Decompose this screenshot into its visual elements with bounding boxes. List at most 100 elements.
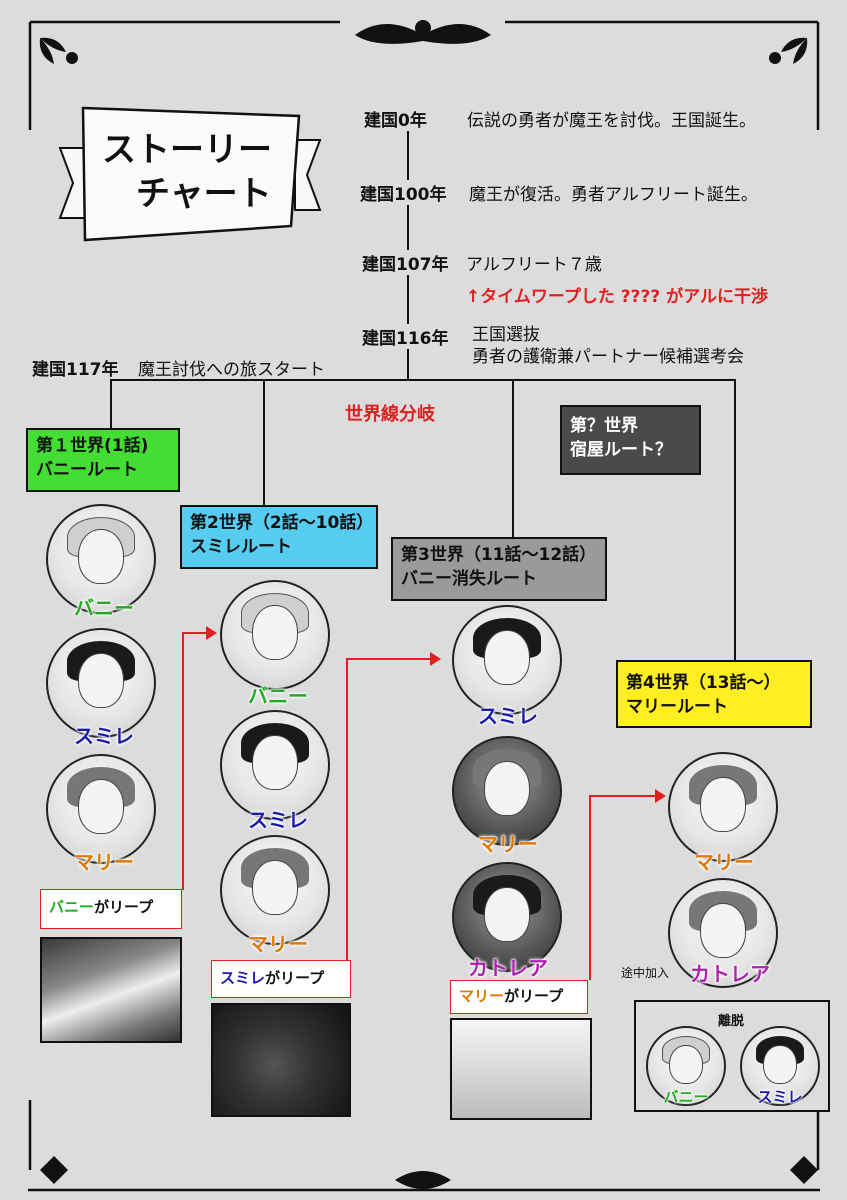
face [251, 605, 299, 661]
portrait-cattleya-w4 [668, 878, 778, 988]
world-2-title: 第2世界（2話〜10話） [190, 513, 374, 533]
world-3-route: バニー消失ルート [401, 569, 537, 589]
portrait-cattleya-w3 [452, 862, 562, 972]
name-cattleya-w4: カトレア [690, 962, 771, 987]
loop-suffix: がリープ [265, 969, 325, 987]
world-1-title: 第１世界(1話) [36, 436, 149, 456]
year-label: 建国117年 [32, 360, 119, 380]
loop-label-sumire: スミレがリープ [211, 960, 351, 998]
loop-label-marie: マリーがリープ [450, 980, 588, 1014]
portrait-sumire-w1 [46, 628, 156, 738]
world-4-title: 第4世界（13話〜） [626, 673, 781, 693]
world-inn-box: 第？世界 宿屋ルート？ [560, 405, 701, 475]
face [699, 903, 747, 959]
loop-suffix: がリープ [94, 898, 154, 916]
world-inn-route: 宿屋ルート？ [570, 440, 672, 460]
name-marie-w2: マリー [248, 932, 309, 957]
face [483, 630, 531, 686]
name-sumire-w3: スミレ [478, 704, 539, 729]
name-bunny-w2: バニー [248, 684, 309, 709]
portrait-sumire-w3 [452, 605, 562, 715]
leap-arrow-2-vertical [346, 658, 348, 960]
leap-arrow-2-horizontal [346, 658, 432, 660]
timeline-event-107: アルフリート７歳 [466, 255, 602, 275]
face [483, 887, 531, 943]
name-cattleya-w3: カトレア [468, 956, 549, 981]
branch-drop-1 [110, 379, 112, 431]
loop-who: マリー [459, 987, 505, 1005]
world-3-title: 第3世界（11話〜12話） [401, 545, 597, 565]
world-4-route: マリールート [626, 697, 728, 717]
name-marie-w1: マリー [74, 850, 135, 875]
name-sumire-w1: スミレ [74, 724, 135, 749]
departed-label: 離脱 [718, 1014, 745, 1029]
world-2-route: スミレルート [190, 537, 292, 557]
departed-box: 離脱 バニー スミレ [634, 1000, 830, 1112]
timeline-year-100: 建国100年 [358, 180, 449, 205]
face [483, 761, 531, 817]
portrait-sumire-w2 [220, 710, 330, 820]
timeline-event-0: 伝説の勇者が魔王を討伐。王国誕生。 [467, 111, 756, 131]
timeline-event-117: 魔王討伐への旅スタート [138, 360, 325, 380]
branch-drop-2 [263, 379, 265, 507]
name-sumire-departed: スミレ [757, 1088, 803, 1107]
portrait-marie-w2 [220, 835, 330, 945]
name-marie-w4: マリー [694, 850, 755, 875]
timeline-year-116: 建国116年 [360, 324, 451, 349]
world-1-box: 第１世界(1話) バニールート [26, 428, 180, 492]
joined-midway-label: 途中加入 [621, 966, 670, 980]
face [251, 735, 299, 791]
name-bunny-w1: バニー [74, 596, 135, 621]
year-label: 建国107年 [362, 255, 449, 275]
year-label: 建国100年 [360, 185, 447, 205]
face [77, 779, 125, 835]
face [669, 1044, 703, 1085]
timeline-event-100: 魔王が復活。勇者アルフリート誕生。 [469, 185, 758, 205]
branch-drop-3 [512, 379, 514, 539]
name-sumire-w2: スミレ [248, 808, 309, 833]
portrait-sumire-departed [740, 1026, 820, 1106]
loop-who: スミレ [220, 969, 266, 987]
panel-sumire-leap [211, 1003, 351, 1117]
timeline-year-107: 建国107年 [360, 250, 451, 275]
portrait-bunny-w1 [46, 504, 156, 614]
title-banner [58, 106, 322, 242]
event-line-1: 王国選抜 [472, 325, 540, 345]
leap-arrow-1-vertical [182, 632, 184, 890]
year-label: 建国0年 [364, 111, 427, 131]
face [699, 777, 747, 833]
worldline-branch-label: 世界線分岐 [345, 404, 435, 425]
leap-arrow-2-head [430, 652, 441, 666]
year-label: 建国116年 [362, 329, 449, 349]
portrait-bunny-departed [646, 1026, 726, 1106]
panel-bunny-leap [40, 937, 182, 1043]
branch-line [110, 379, 736, 381]
name-marie-w3: マリー [478, 832, 539, 857]
panel-marie-leap [450, 1018, 592, 1120]
loop-who: バニー [49, 898, 95, 916]
leap-arrow-3-vertical [589, 795, 591, 980]
portrait-marie-w3 [452, 736, 562, 846]
leap-arrow-3-head [655, 789, 666, 803]
leap-arrow-3-horizontal [589, 795, 657, 797]
name-bunny-departed: バニー [663, 1088, 709, 1107]
title-line-1: ストーリー [102, 130, 272, 170]
face [763, 1044, 797, 1085]
timeline-year-117: 建国117年 [32, 355, 119, 380]
world-4-box: 第4世界（13話〜） マリールート [616, 660, 812, 728]
face [251, 860, 299, 916]
event-line-2: 勇者の護衛兼パートナー候補選考会 [472, 347, 744, 367]
world-3-box: 第3世界（11話〜12話） バニー消失ルート [391, 537, 607, 601]
branch-drop-4 [734, 379, 736, 661]
timeline-year-0: 建国0年 [362, 106, 429, 131]
portrait-bunny-w2 [220, 580, 330, 690]
portrait-marie-w4 [668, 752, 778, 862]
world-2-box: 第2世界（2話〜10話） スミレルート [180, 505, 378, 569]
title-line-2: チャート [136, 174, 272, 214]
timeline-event-116: 王国選抜 勇者の護衛兼パートナー候補選考会 [472, 324, 744, 368]
portrait-marie-w1 [46, 754, 156, 864]
loop-suffix: がリープ [504, 987, 564, 1005]
leap-arrow-1-horizontal [182, 632, 208, 634]
loop-label-bunny: バニーがリープ [40, 889, 182, 929]
